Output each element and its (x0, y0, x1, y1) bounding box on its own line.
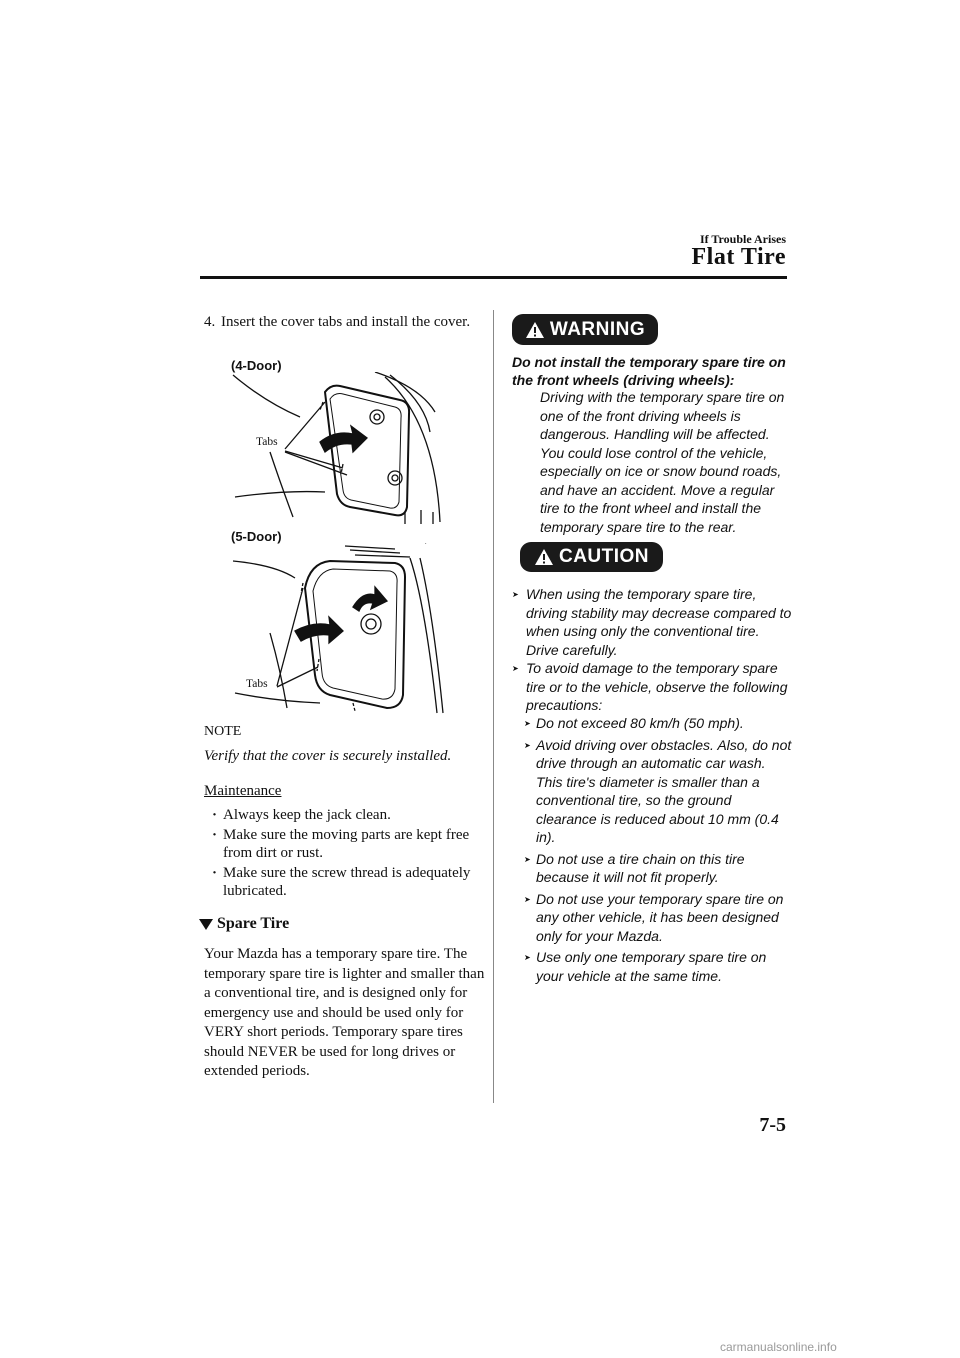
spare-tire-heading: Spare Tire (199, 915, 289, 933)
list-item: To avoid damage to the temporary spare t… (512, 659, 792, 715)
spare-tire-heading-text: Spare Tire (217, 915, 290, 932)
warning-badge: WARNING (512, 314, 658, 345)
maintenance-list: Always keep the jack clean. Make sure th… (212, 806, 482, 902)
chapter-title: Flat Tire (691, 244, 786, 270)
caution-badge: CAUTION (520, 542, 663, 572)
figure-4door-tabs-label: Tabs (256, 436, 278, 448)
warning-heading: Do not install the temporary spare tire … (512, 354, 786, 388)
header-rule (200, 276, 787, 279)
step-text: Insert the cover tabs and install the co… (221, 314, 471, 330)
triangle-down-icon (199, 918, 213, 930)
note-title: NOTE (204, 724, 242, 739)
figure-5door-cover-illustration (232, 543, 444, 714)
caution-precautions-list: Do not exceed 80 km/h (50 mph). Avoid dr… (524, 714, 794, 988)
list-item: Make sure the moving parts are kept free… (212, 826, 482, 862)
figure-4door-label: (4-Door) (231, 358, 282, 373)
list-item: Avoid driving over obstacles. Also, do n… (524, 736, 794, 847)
note-text: Verify that the cover is securely instal… (204, 748, 452, 764)
caution-label: CAUTION (558, 546, 650, 567)
list-item: When using the temporary spare tire, dri… (512, 585, 792, 659)
list-item: Do not use your temporary spare tire on … (524, 890, 794, 946)
figure-5door-tabs-label: Tabs (246, 678, 268, 690)
figure-5door-label: (5-Door) (231, 529, 282, 544)
exclamation-triangle-icon (525, 321, 544, 338)
maintenance-title: Maintenance (204, 783, 282, 799)
warning-body: Driving with the temporary spare tire on… (540, 389, 785, 535)
list-item: Use only one temporary spare tire on you… (524, 948, 794, 985)
list-item: Do not use a tire chain on this tire bec… (524, 850, 794, 887)
list-item: Always keep the jack clean. (212, 806, 482, 824)
warning-label: WARNING (549, 318, 646, 340)
caution-list: When using the temporary spare tire, dri… (512, 585, 792, 715)
exclamation-triangle-icon (534, 549, 553, 565)
list-item: Do not exceed 80 km/h (50 mph). (524, 714, 794, 733)
list-item: Make sure the screw thread is adequately… (212, 864, 482, 900)
page-number: 7-5 (759, 1114, 786, 1136)
column-divider (493, 310, 494, 1103)
step-number: 4. (204, 314, 216, 330)
figure-4door-cover-illustration (232, 372, 441, 524)
spare-tire-paragraph: Your Mazda has a temporary spare tire. T… (204, 946, 485, 1079)
step-4: 4. Insert the cover tabs and install the… (204, 313, 474, 332)
section-label: If Trouble Arises (699, 232, 786, 246)
watermark: carmanualsonline.info (720, 1340, 837, 1354)
